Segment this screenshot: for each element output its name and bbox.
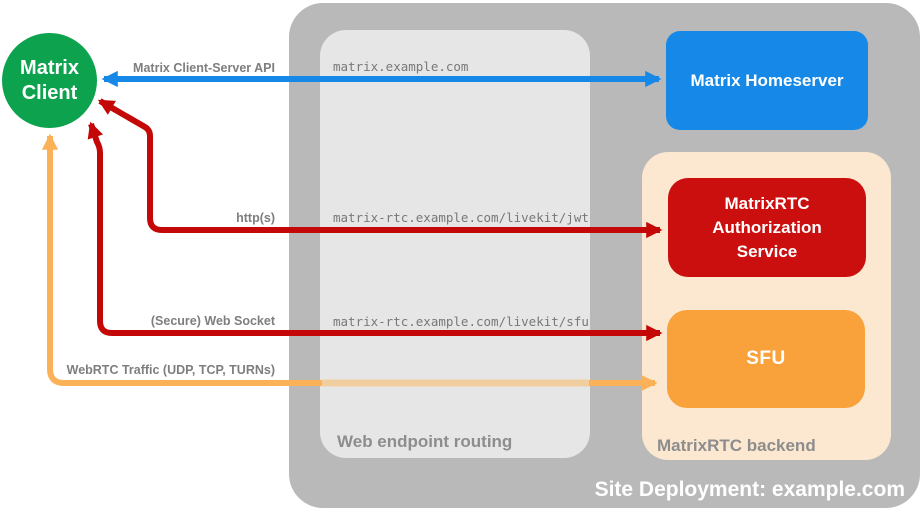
endpoint-livekit-sfu: matrix-rtc.example.com/livekit/sfu (333, 314, 589, 329)
matrixrtc-authorization-service-node: MatrixRTC Authorization Service (668, 178, 866, 277)
websocket-label: (Secure) Web Socket (150, 314, 275, 328)
matrix-client-node: Matrix Client (2, 33, 97, 128)
client-server-api-label: Matrix Client-Server API (133, 61, 275, 75)
site-deployment-caption: Site Deployment: example.com (594, 478, 905, 501)
matrixrtc-authorization-service-label: MatrixRTC Authorization Service (712, 193, 822, 261)
sfu-label: SFU (746, 348, 786, 369)
https-label: http(s) (236, 211, 275, 225)
matrix-homeserver-label: Matrix Homeserver (690, 70, 844, 90)
matrix-client-label: Matrix Client (20, 56, 79, 104)
matrixrtc-backend-caption: MatrixRTC backend (657, 436, 816, 455)
matrix-homeserver-node: Matrix Homeserver (666, 31, 868, 130)
sfu-node: SFU (667, 310, 865, 408)
webrtc-traffic-label: WebRTC Traffic (UDP, TCP, TURNs) (66, 363, 275, 377)
endpoint-matrix-example-com: matrix.example.com (333, 59, 469, 74)
web-endpoint-routing-caption: Web endpoint routing (337, 432, 513, 451)
endpoint-livekit-jwt: matrix-rtc.example.com/livekit/jwt (333, 210, 589, 225)
web-endpoint-routing-box (320, 30, 590, 458)
